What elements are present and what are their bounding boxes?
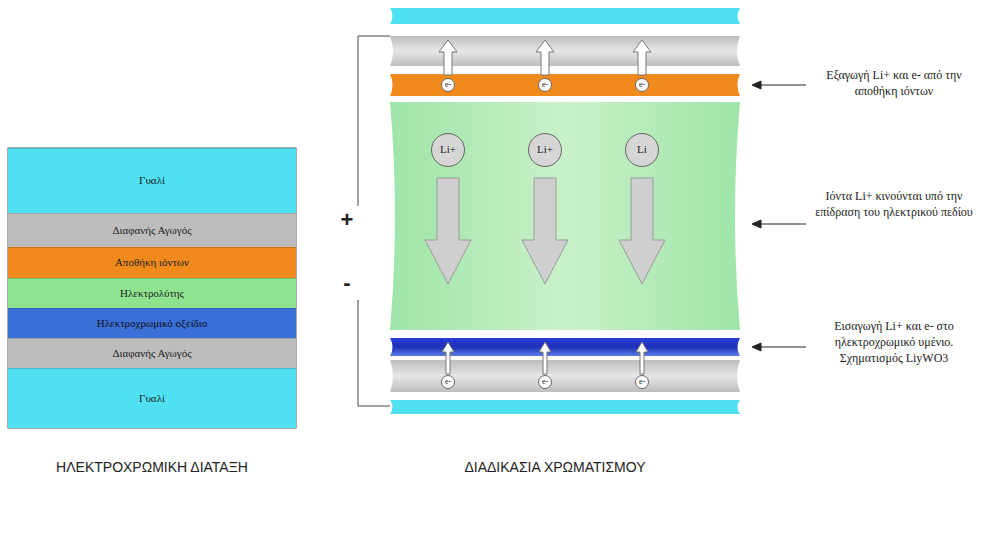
node-text: Διαφανής Αγωγός — [112, 348, 191, 360]
pointer-arrows — [752, 81, 806, 351]
node-text: Li+ — [537, 144, 553, 156]
circuit-wire — [358, 36, 390, 406]
caption-text: ΗΛΕΚΤΡΟΧΡΩΜΙΚΗ ΔΙΑΤΑΞΗ — [52, 458, 252, 477]
electron-circle: e- — [538, 375, 552, 389]
glass-band — [390, 8, 740, 24]
layer-band: Διαφανής Αγωγός — [8, 338, 296, 368]
node-text: e- — [542, 378, 548, 386]
polarity-sign: + — [332, 205, 362, 235]
up-arrows — [439, 40, 651, 75]
electrolyte-region — [390, 102, 740, 330]
node-text: Αποθήκη ιόντων — [115, 257, 189, 269]
callout-text: Εισαγωγή Li+ και e- στο ηλεκτροχρωμικό υ… — [808, 318, 980, 367]
node-text: Li+ — [440, 144, 456, 156]
small-up-arrows — [442, 342, 648, 374]
node-text: Li — [637, 144, 647, 156]
glass-band — [390, 400, 740, 414]
callout-text: Ιόντα Li+ κινούνται υπό την επίδραση του… — [808, 188, 980, 220]
layer-band: Διαφανής Αγωγός — [8, 213, 296, 247]
layer-band: Γυαλί — [8, 368, 296, 428]
ion-storage-band — [390, 74, 740, 96]
callout-text: Εξαγωγή Li+ και e- από την αποθήκη ιόντω… — [808, 67, 980, 99]
layer-band: Ηλεκτροχρωμικό οξείδιο — [8, 308, 296, 338]
node-text: e- — [639, 81, 645, 89]
ion-circle: Li+ — [528, 133, 562, 167]
ion-circle: Li — [625, 133, 659, 167]
ion-circle: Li+ — [431, 133, 465, 167]
electron-circle: e- — [538, 78, 552, 92]
node-text: Διαφανής Αγωγός — [112, 225, 191, 237]
electrochromic-band — [390, 338, 740, 356]
node-text: Ηλεκτροχρωμικό οξείδιο — [97, 318, 208, 330]
node-text: Γυαλί — [139, 175, 165, 187]
node-text: Γυαλί — [139, 393, 165, 405]
node-text: e- — [445, 81, 451, 89]
conductor-band — [390, 360, 740, 392]
ion-arrows — [425, 178, 665, 284]
node-text: Ηλεκτρολύτης — [120, 288, 184, 300]
polarity-sign: - — [332, 268, 362, 298]
node-text: e- — [639, 378, 645, 386]
layer-band: Αποθήκη ιόντων — [8, 247, 296, 278]
electron-circle: e- — [635, 78, 649, 92]
stack-outline — [8, 148, 296, 428]
electron-circle: e- — [441, 78, 455, 92]
node-text: e- — [542, 81, 548, 89]
node-text: e- — [445, 378, 451, 386]
caption-text: ΔΙΑΔΙΚΑΣΙΑ ΧΡΩΜΑΤΙΣΜΟΥ — [455, 458, 655, 477]
layer-band: Ηλεκτρολύτης — [8, 278, 296, 308]
electron-circle: e- — [441, 375, 455, 389]
electron-circle: e- — [635, 375, 649, 389]
layer-band: Γυαλί — [8, 148, 296, 213]
